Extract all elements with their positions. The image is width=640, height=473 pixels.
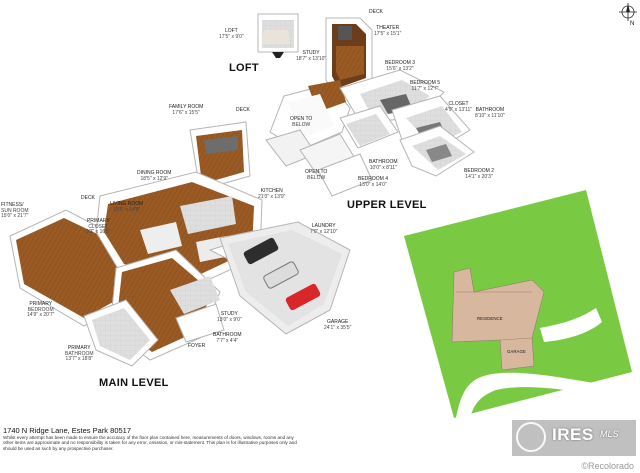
room-label-deck-loft: DECK: [369, 9, 383, 15]
loft-level: [257, 13, 299, 58]
watermark: ©Recolorado: [581, 461, 634, 471]
upper-level: [265, 17, 475, 197]
brand-sub: MLS: [600, 429, 619, 439]
site-plan-residence-label: RESIDENCE: [477, 316, 503, 321]
brand-name: IRES: [552, 425, 594, 444]
level-title-upper: UPPER LEVEL: [347, 199, 427, 211]
room-label-deck-main-top: DECK: [236, 107, 250, 113]
compass-icon: [619, 3, 637, 21]
site-plan: [404, 190, 632, 418]
room-label-foyer: FOYER: [188, 343, 206, 349]
ires-logo-icon: [516, 422, 546, 452]
disclaimer-text: Whilst every attempt has been made to en…: [3, 435, 297, 451]
site-plan-garage-label: GARAGE: [507, 349, 526, 354]
property-address: 1740 N Ridge Lane, Estes Park 80517: [3, 426, 132, 435]
level-title-main: MAIN LEVEL: [99, 377, 169, 389]
main-level: [9, 121, 351, 367]
level-title-loft: LOFT: [229, 62, 259, 74]
room-label-deck-main-left: DECK: [81, 195, 95, 201]
compass-north-label: N: [630, 21, 635, 27]
